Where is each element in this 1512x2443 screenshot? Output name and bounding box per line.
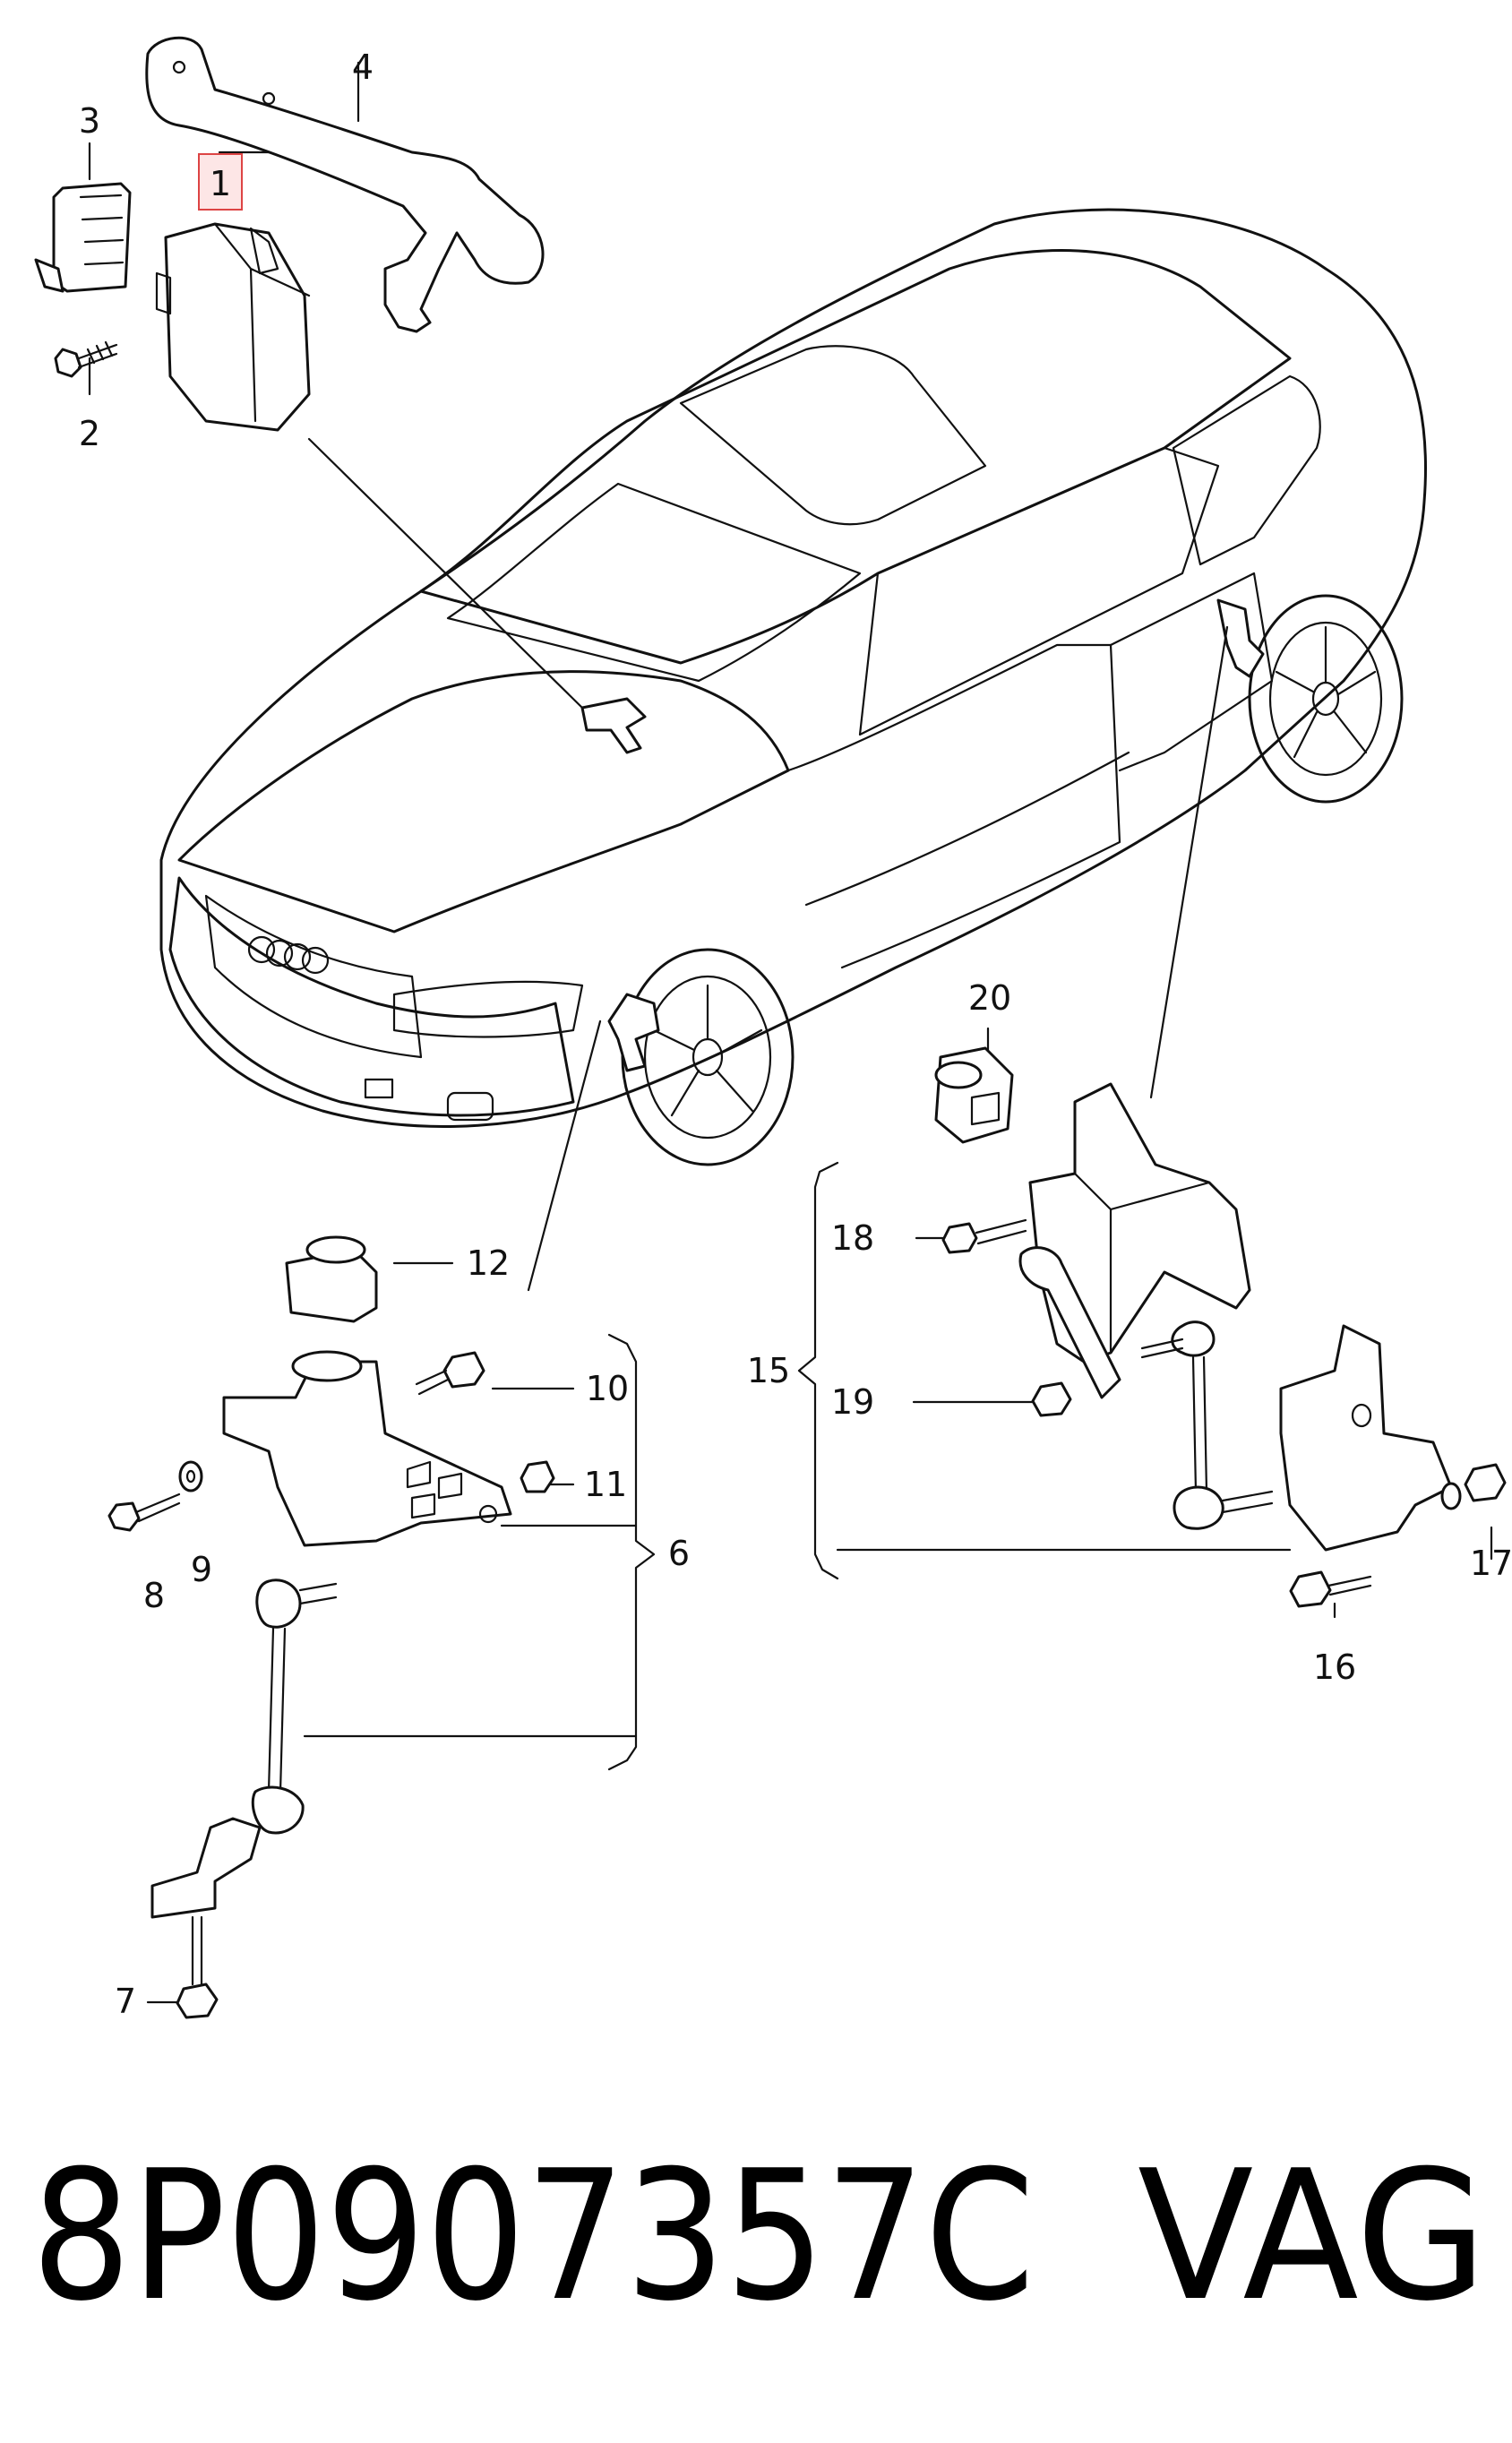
callout-11: 11: [584, 1465, 627, 1504]
callout-12: 12: [467, 1243, 510, 1283]
brand-name: VAG: [1138, 2132, 1487, 2341]
rear-wheel: [1248, 594, 1404, 804]
callout-10: 10: [586, 1369, 629, 1408]
callout-19: 19: [831, 1382, 874, 1422]
part-18-bolt: [941, 1218, 1027, 1254]
part-6-front-sensor: [150, 1350, 512, 2019]
part-3-connector: [34, 182, 132, 293]
car-illustration: [159, 208, 1427, 1166]
bracket-6: [303, 1333, 656, 1771]
part-2-bolt: [54, 340, 118, 378]
part-10-bolt: [415, 1351, 485, 1396]
callout-18: 18: [831, 1218, 874, 1258]
part-12-grommet: [285, 1235, 378, 1323]
callout-1-highlight: [198, 153, 243, 211]
callout-17: 17: [1470, 1544, 1512, 1583]
part-15-rear-sensor: [1018, 1082, 1453, 1552]
callout-15: 15: [747, 1351, 790, 1390]
bracket-15: [797, 1161, 1292, 1580]
part-4-bracket: [145, 36, 545, 333]
audi-logo: [247, 935, 330, 975]
part-8-bolt: [107, 1492, 181, 1532]
part-11-nut: [520, 1460, 555, 1493]
callout-6: 6: [668, 1534, 690, 1573]
part-9-washer: [178, 1460, 203, 1492]
part-19-nut: [1031, 1381, 1072, 1417]
callout-20: 20: [968, 978, 1011, 1018]
part-1-control-unit: [155, 153, 311, 432]
callout-16: 16: [1313, 1647, 1356, 1687]
callout-2: 2: [79, 414, 100, 453]
part-number: 8P0907357C: [31, 2132, 1035, 2341]
callout-4: 4: [352, 47, 374, 87]
callout-3: 3: [79, 101, 100, 141]
callout-1: 1: [210, 164, 231, 203]
part-16-bolt: [1289, 1570, 1372, 1608]
callout-7: 7: [115, 1982, 136, 2021]
part-17-nut: [1440, 1463, 1507, 1510]
part-20-connector: [934, 1046, 1014, 1144]
callout-8: 8: [143, 1576, 165, 1615]
callout-9: 9: [191, 1550, 212, 1589]
front-wheel: [621, 948, 795, 1166]
callout-labels: 1 2 3 4 6 7 8 9 10 11 12 15 16 17 18 19 …: [79, 47, 1512, 2021]
